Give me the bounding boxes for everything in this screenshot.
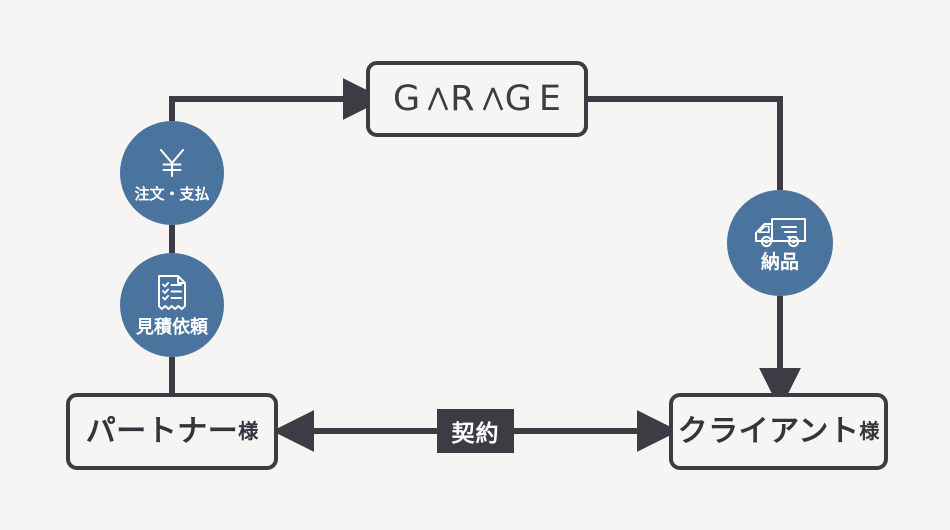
step-label-quote: 見積依頼: [136, 317, 208, 338]
step-circle-delivery[interactable]: 納品: [727, 190, 833, 296]
garage-wordmark: G R G E: [393, 79, 568, 119]
connector-garage-to-delivery: [588, 96, 783, 190]
client-name: クライアント: [677, 413, 860, 449]
client-honorific: 様: [859, 419, 880, 443]
step-circle-payment[interactable]: 注文・支払: [120, 121, 224, 225]
quote-document-icon: [154, 273, 190, 313]
partner-name: パートナー: [85, 413, 239, 449]
garage-letter-a-2: [482, 86, 505, 112]
actor-box-partner[interactable]: パートナー 様: [66, 393, 278, 470]
yen-icon: [155, 145, 189, 179]
actor-box-client[interactable]: クライアント 様: [669, 393, 888, 470]
step-label-payment: 注文・支払: [134, 184, 210, 203]
connector-payment-to-garage: [169, 78, 385, 121]
partner-honorific: 様: [238, 419, 259, 443]
contract-label: 契約: [451, 421, 500, 447]
contract-relation-tag: 契約: [437, 409, 514, 453]
garage-hub-box[interactable]: G R G E: [366, 61, 588, 137]
step-circle-quote[interactable]: 見積依頼: [120, 253, 224, 357]
garage-letter-a-1: [427, 86, 450, 112]
step-label-delivery: 納品: [760, 250, 799, 273]
delivery-truck-icon: [752, 215, 808, 249]
